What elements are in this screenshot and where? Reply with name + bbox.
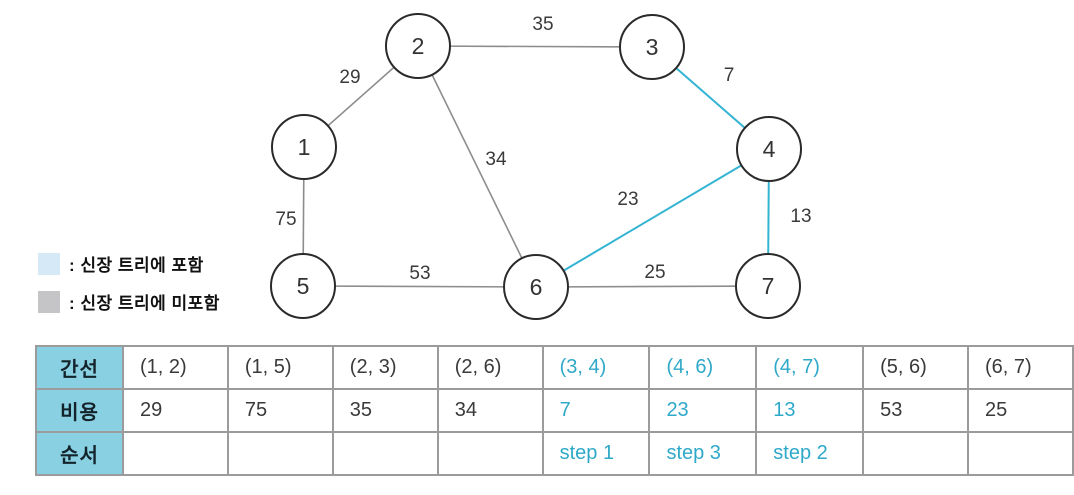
edge-table: 간선 (1, 2)(1, 5)(2, 3)(2, 6)(3, 4)(4, 6)(… bbox=[35, 345, 1074, 476]
edge-cell: (5, 6) bbox=[862, 345, 969, 390]
edge-5-6 bbox=[302, 285, 537, 288]
step-cell bbox=[226, 431, 334, 476]
node-label-5: 5 bbox=[297, 273, 310, 299]
legend: : 신장 트리에 포함 : 신장 트리에 미포함 bbox=[38, 251, 220, 314]
edge-weight-1-5: 75 bbox=[275, 209, 296, 230]
step-cell bbox=[862, 431, 969, 476]
legend-item-included: : 신장 트리에 포함 bbox=[38, 251, 220, 276]
cost-cell: 34 bbox=[436, 388, 544, 433]
row-header-step: 순서 bbox=[35, 431, 124, 476]
node-3 bbox=[619, 14, 685, 80]
step-cell bbox=[331, 431, 439, 476]
edge-cell: (2, 6) bbox=[436, 345, 544, 390]
step-cell: step 2 bbox=[755, 431, 865, 476]
cost-cell: 13 bbox=[755, 388, 865, 433]
edge-cell: (6, 7) bbox=[967, 345, 1074, 390]
edge-2-6 bbox=[417, 45, 537, 288]
cost-cell: 35 bbox=[331, 388, 439, 433]
step-cell bbox=[967, 431, 1074, 476]
node-label-3: 3 bbox=[646, 34, 659, 60]
edge-weight-4-6: 23 bbox=[617, 189, 638, 210]
edge-cell: (4, 7) bbox=[755, 345, 865, 390]
step-cell: step 3 bbox=[648, 431, 758, 476]
legend-item-excluded: : 신장 트리에 미포함 bbox=[38, 289, 220, 314]
edge-weight-2-3: 35 bbox=[532, 14, 553, 35]
cost-cell: 23 bbox=[648, 388, 758, 433]
cost-cell: 25 bbox=[967, 388, 1074, 433]
cost-cell: 75 bbox=[226, 388, 334, 433]
edge-weight-5-6: 53 bbox=[409, 263, 430, 284]
edge-cell: (1, 5) bbox=[226, 345, 334, 390]
row-header-edge: 간선 bbox=[35, 345, 124, 390]
legend-label-excluded: : 신장 트리에 미포함 bbox=[69, 294, 220, 313]
node-7 bbox=[735, 253, 801, 319]
step-cell bbox=[436, 431, 544, 476]
edge-4-6 bbox=[535, 148, 770, 288]
edge-weight-2-6: 34 bbox=[485, 149, 507, 170]
edge-weight-4-7: 13 bbox=[790, 206, 811, 227]
included-swatch bbox=[38, 252, 60, 275]
cost-cell: 7 bbox=[541, 388, 651, 433]
row-header-cost: 비용 bbox=[35, 388, 124, 433]
edge-weight-3-4: 7 bbox=[724, 65, 735, 86]
node-label-7: 7 bbox=[762, 273, 775, 299]
step-cell bbox=[121, 431, 229, 476]
edge-cell: (1, 2) bbox=[121, 345, 229, 390]
excluded-swatch bbox=[38, 290, 60, 313]
node-label-4: 4 bbox=[763, 136, 776, 162]
cost-cell: 29 bbox=[121, 388, 229, 433]
node-5 bbox=[270, 253, 336, 319]
legend-label-included: : 신장 트리에 포함 bbox=[69, 256, 204, 275]
edge-weight-1-2: 29 bbox=[339, 67, 360, 88]
node-4 bbox=[736, 116, 802, 182]
edge-cell: (3, 4) bbox=[541, 345, 651, 390]
edge-2-3 bbox=[417, 45, 653, 48]
node-label-2: 2 bbox=[412, 33, 425, 59]
node-label-6: 6 bbox=[530, 274, 543, 300]
node-2 bbox=[385, 13, 451, 79]
edge-cell: (4, 6) bbox=[648, 345, 758, 390]
node-1 bbox=[271, 114, 337, 180]
node-label-1: 1 bbox=[298, 134, 311, 160]
edge-6-7 bbox=[535, 285, 769, 288]
edge-row: 간선 (1, 2)(1, 5)(2, 3)(2, 6)(3, 4)(4, 6)(… bbox=[35, 345, 1074, 390]
edge-weight-6-7: 25 bbox=[644, 262, 665, 283]
step-cell: step 1 bbox=[541, 431, 651, 476]
edge-cell: (2, 3) bbox=[331, 345, 439, 390]
cost-cell: 53 bbox=[862, 388, 969, 433]
node-6 bbox=[503, 254, 569, 320]
